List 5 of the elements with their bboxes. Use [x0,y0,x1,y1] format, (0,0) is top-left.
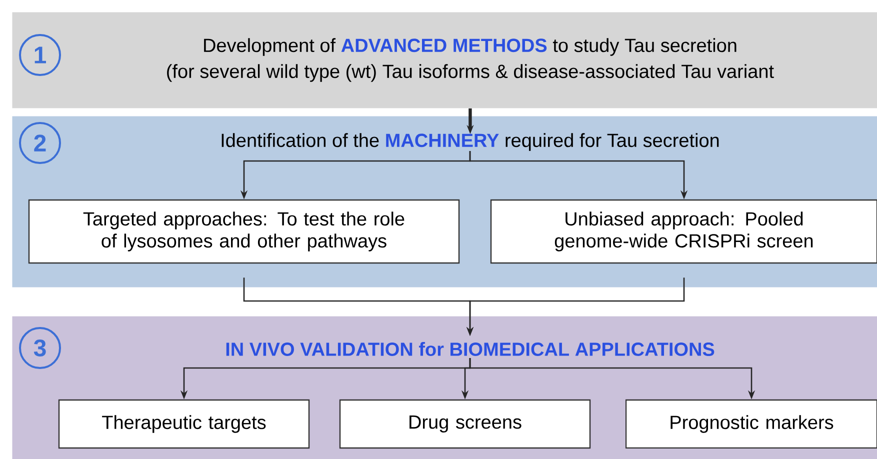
process-box: Drug screens [339,399,591,449]
process-box: Targeted approaches: To test the role of lysosomes and other pathways [28,199,460,264]
process-box: Unbiased approach: Pooled genome-wide CRISPRi screen [490,199,877,264]
process-box: Prognostic markers [625,399,877,449]
process-box: Therapeutic targets [58,399,310,449]
